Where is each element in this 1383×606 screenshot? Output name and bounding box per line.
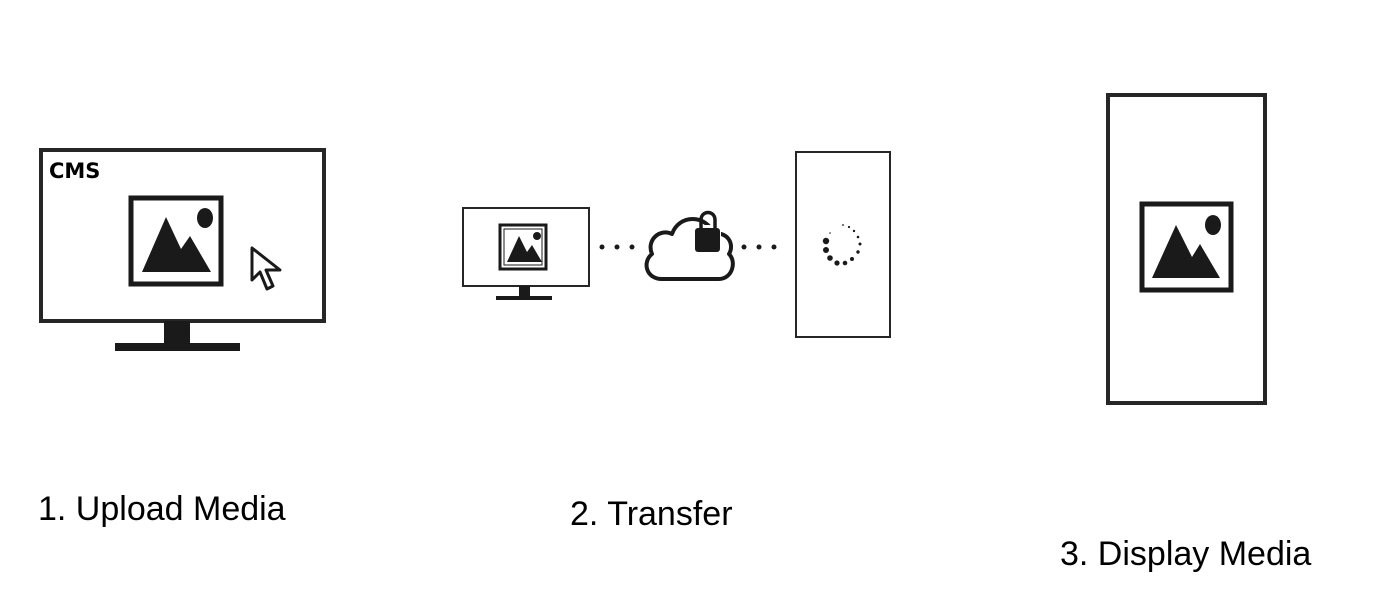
cms-label: CMS — [49, 159, 100, 183]
small-monitor-icon — [462, 207, 590, 300]
display-image-icon — [1139, 201, 1234, 293]
step-label-display-media: 3. Display Media — [1060, 535, 1312, 573]
loading-spinner-icon — [822, 224, 862, 266]
dotted-connector-left — [599, 244, 635, 250]
step-label-transfer: 2. Transfer — [570, 495, 733, 533]
cms-monitor-icon: CMS — [39, 148, 326, 351]
portrait-display-icon — [1106, 93, 1267, 405]
cloud-lock-icon — [644, 210, 735, 281]
image-icon — [128, 195, 224, 287]
dotted-connector-right — [741, 244, 777, 250]
portrait-screen-loading-icon — [795, 151, 891, 338]
small-image-icon — [498, 223, 548, 271]
cursor-icon — [250, 246, 282, 291]
step-label-upload-media: 1. Upload Media — [38, 490, 286, 528]
